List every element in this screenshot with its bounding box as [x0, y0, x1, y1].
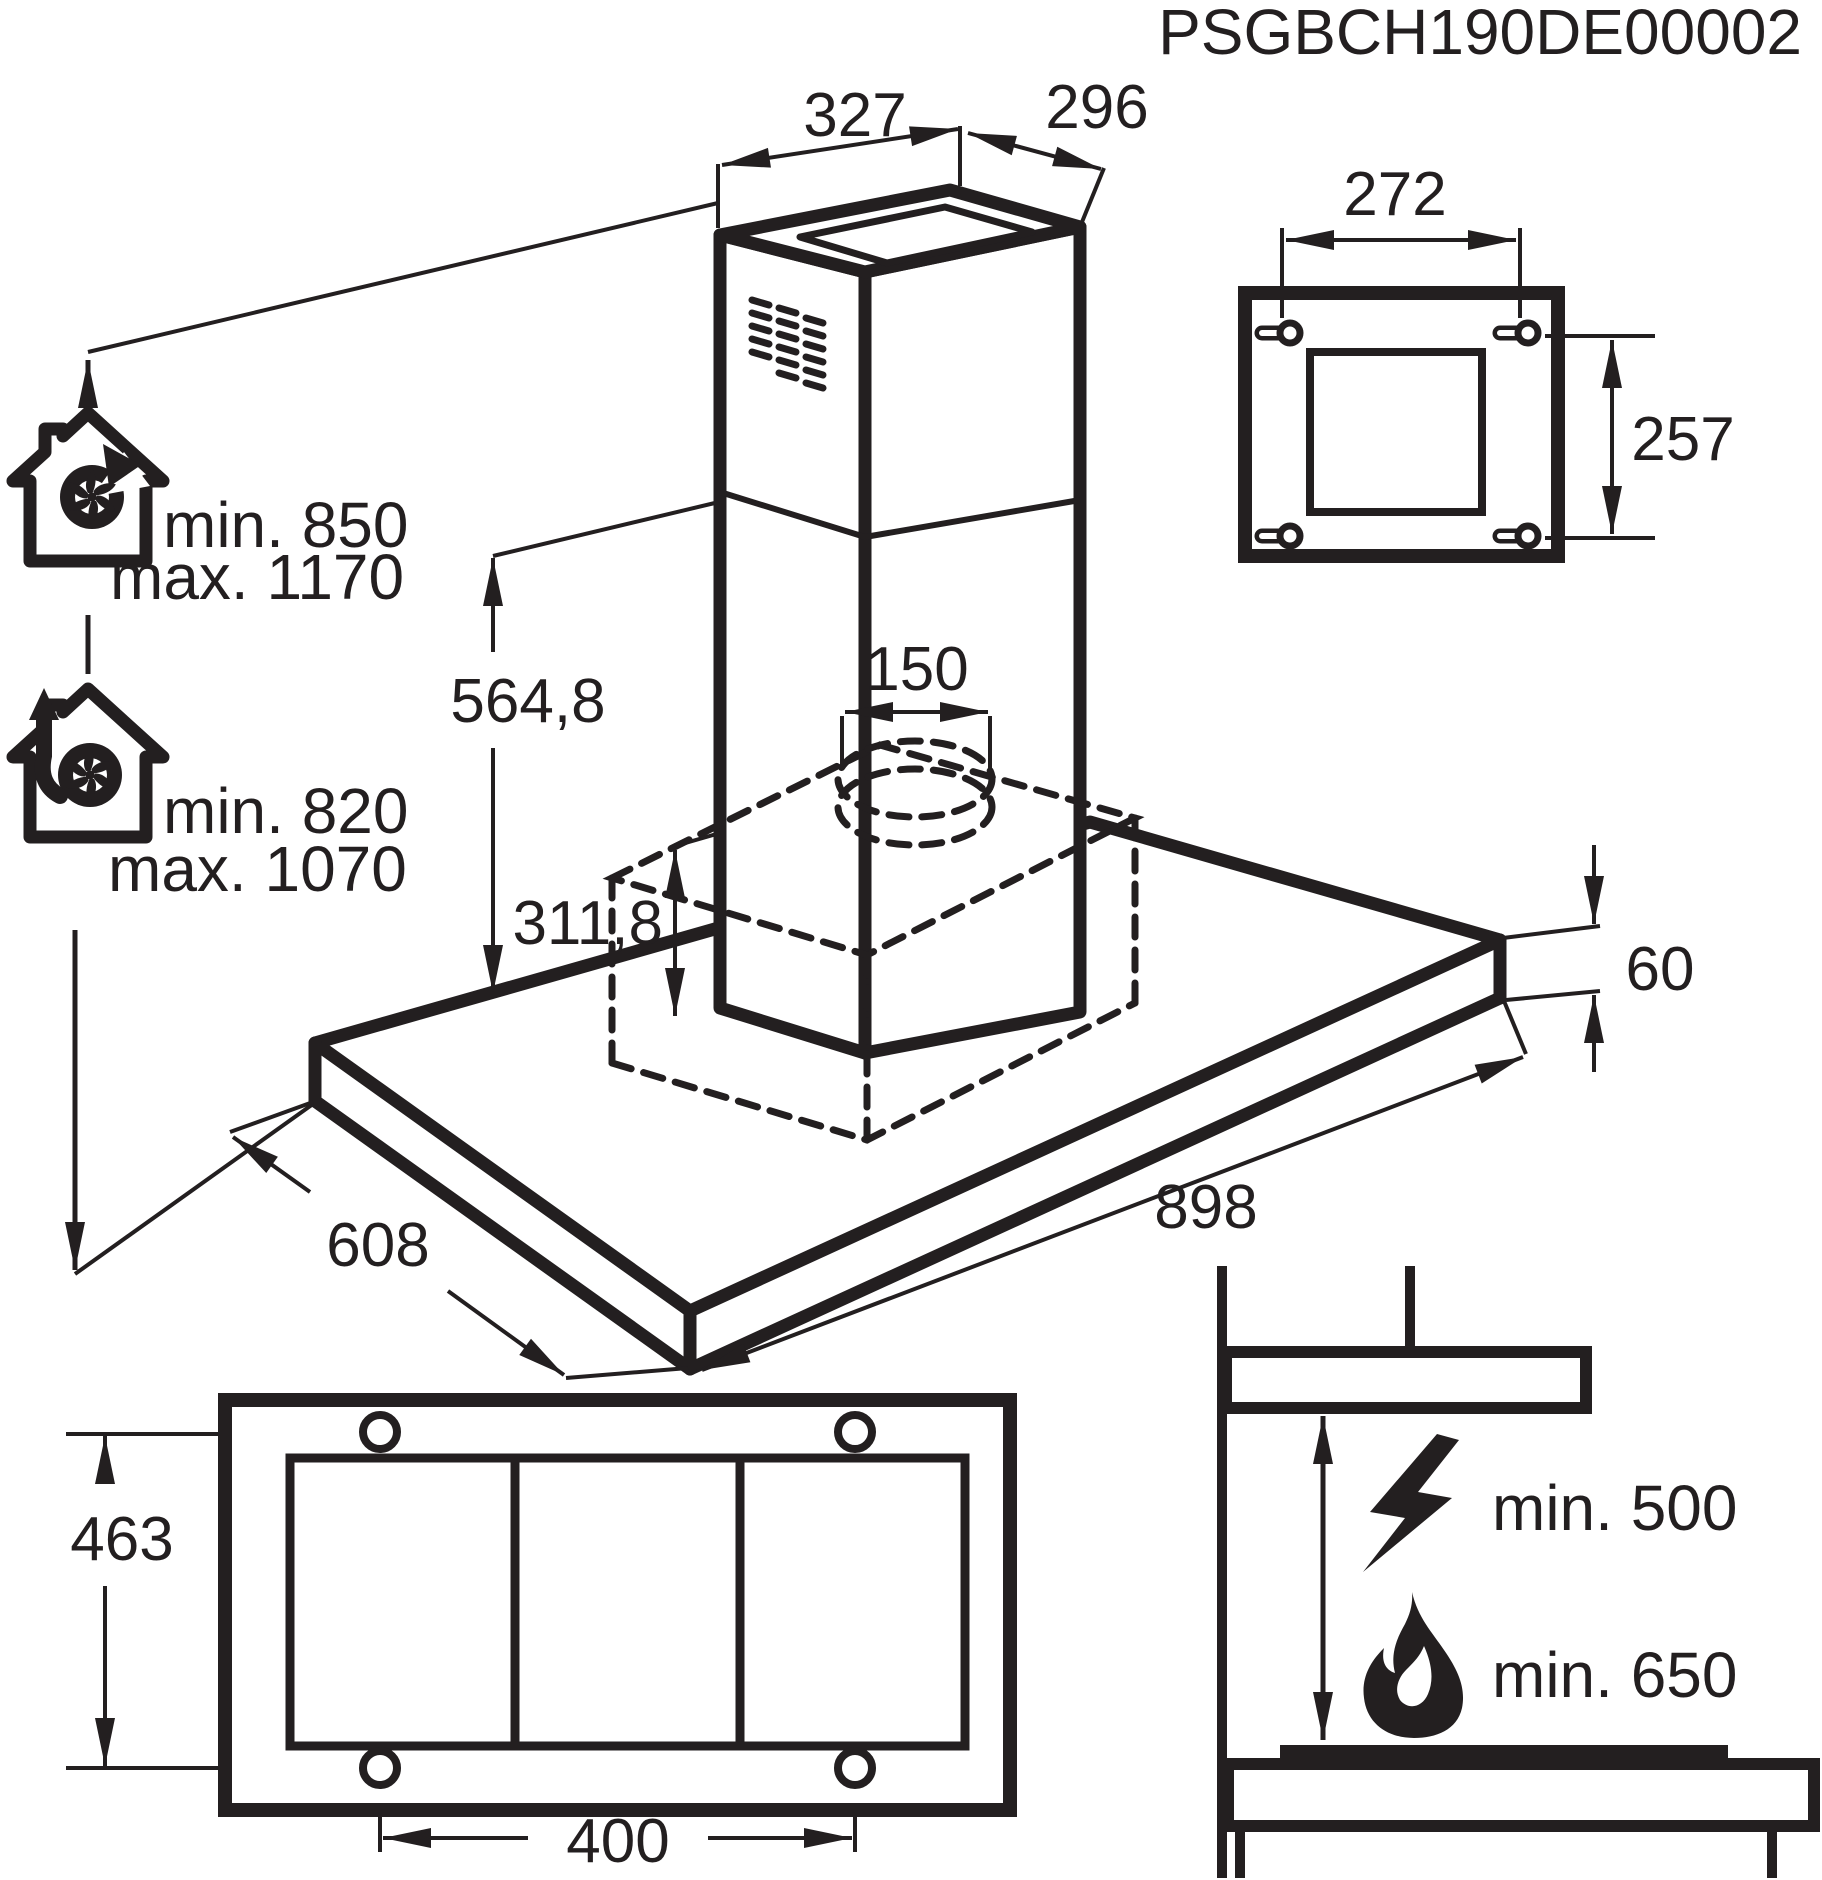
- flame-icon: [1363, 1592, 1464, 1738]
- dimension-duct-diameter: [840, 702, 992, 770]
- mounting-hole: [359, 1747, 401, 1789]
- dimension-lower-chimney-height: [483, 500, 720, 993]
- part-number: PSGBCH190DE00002: [1158, 0, 1802, 68]
- duct-outlet: [834, 737, 996, 821]
- dimension-bracket-width: [1280, 228, 1522, 318]
- dimension-bracket-height: [1545, 334, 1655, 540]
- keyhole-icon: [1254, 522, 1304, 550]
- dimension-chimney-depth: [967, 131, 1106, 223]
- dim-60-label: 60: [1626, 935, 1695, 1004]
- fan-icon: [66, 748, 114, 802]
- extraction-max-label: max. 1070: [108, 833, 407, 905]
- extraction-mode-icon: [6, 682, 170, 844]
- keyhole-icon: [1254, 319, 1304, 347]
- dim-150-label: 150: [865, 635, 968, 704]
- chimney-top-opening: [796, 203, 1036, 267]
- recirculation-min-label: min. 850: [163, 489, 408, 561]
- hidden-motor-box: [602, 737, 1145, 1144]
- keyhole-icon: [1492, 319, 1542, 347]
- dim-463-label: 463: [70, 1505, 173, 1574]
- keyhole-icon: [1492, 522, 1542, 550]
- hob-clearance-view: min. 500 min. 650: [1217, 1266, 1820, 1878]
- recirculation-max-label: max. 1170: [110, 541, 404, 613]
- filter-panel-view: 463 400: [66, 1393, 1017, 1876]
- vent-grille-icon: [748, 296, 827, 392]
- main-isometric-view: 327 296: [6, 73, 1695, 1380]
- recirculation-mode-icon: [6, 406, 170, 568]
- dimension-canopy-thickness: [1502, 845, 1604, 1072]
- dimension-chimney-width: [716, 126, 962, 228]
- chimney-joint-line: [719, 489, 1081, 540]
- gas-hob-clearance-label: min. 650: [1492, 1639, 1737, 1711]
- dim-608-label: 608: [326, 1211, 429, 1280]
- height-dimension: [65, 201, 719, 1276]
- mounting-hole: [834, 1747, 876, 1789]
- dim-257-label: 257: [1631, 405, 1734, 474]
- counter-top: [1222, 1758, 1820, 1832]
- dimension-canopy-width: [701, 1000, 1528, 1372]
- dimension-canopy-depth: [229, 1100, 689, 1380]
- dim-296-label: 296: [1045, 73, 1148, 142]
- keyhole-slots: [1254, 319, 1542, 550]
- dim-400-label: 400: [566, 1807, 669, 1876]
- dim-311-label: 311,8: [512, 889, 663, 958]
- ceiling-bracket-view: 272 257: [1238, 160, 1735, 563]
- mounting-hole: [359, 1411, 401, 1453]
- fan-icon: [68, 470, 116, 524]
- lightning-icon: [1363, 1434, 1459, 1572]
- electric-hob-clearance-label: min. 500: [1492, 1472, 1737, 1544]
- dim-898-label: 898: [1154, 1173, 1257, 1242]
- extraction-min-label: min. 820: [163, 775, 408, 847]
- mounting-hole: [834, 1411, 876, 1453]
- dim-564-label: 564,8: [450, 667, 605, 736]
- duct-outlet-lower-rim: [834, 765, 996, 849]
- hood-body: [1220, 1346, 1592, 1414]
- dim-327-label: 327: [803, 81, 906, 150]
- dimension-motor-height: [665, 831, 721, 1016]
- dim-272-label: 272: [1343, 160, 1446, 229]
